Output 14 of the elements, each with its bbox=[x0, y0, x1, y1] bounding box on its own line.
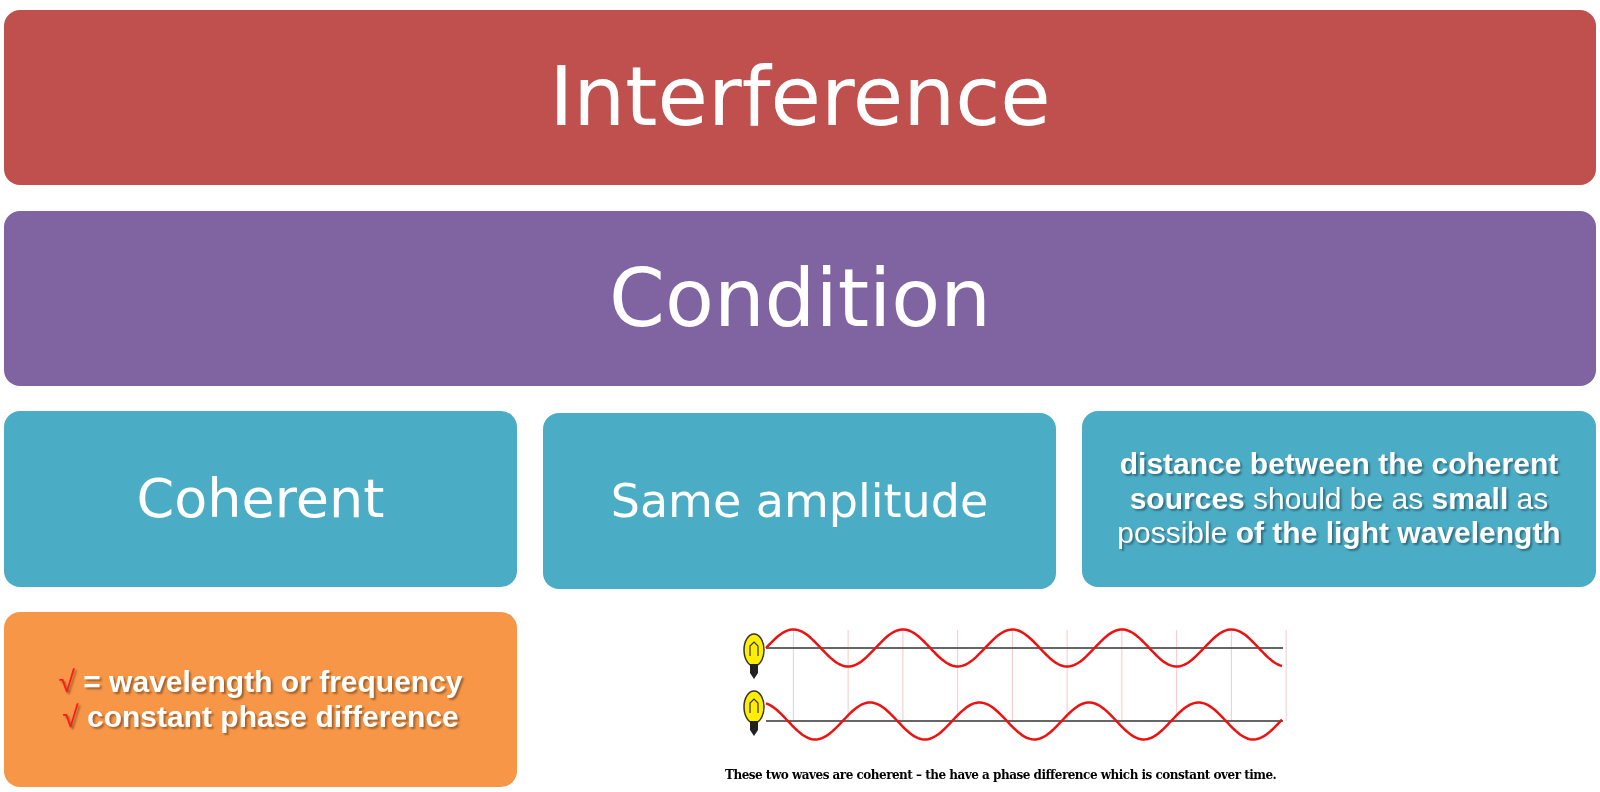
heading-banner bbox=[4, 211, 1596, 386]
figure-caption: These two waves are coherent – the have a phase difference which is constant over time. bbox=[725, 768, 1277, 782]
box-text: Condition bbox=[609, 252, 991, 345]
condition-card bbox=[543, 413, 1056, 589]
condition-card bbox=[1082, 411, 1596, 587]
box-text: Same amplitude bbox=[610, 474, 989, 528]
box-text: Interference bbox=[549, 50, 1051, 145]
checklist-item: √ = wavelength or frequency bbox=[58, 665, 463, 700]
box-text: Coherent bbox=[136, 467, 385, 531]
checklist-item: √ constant phase difference bbox=[62, 699, 459, 734]
box-text: distance between the coherent sources should be as small as possible of the light wavelength bbox=[1116, 447, 1562, 551]
title-banner bbox=[4, 10, 1596, 185]
note-card bbox=[4, 612, 517, 787]
condition-card bbox=[4, 411, 517, 587]
